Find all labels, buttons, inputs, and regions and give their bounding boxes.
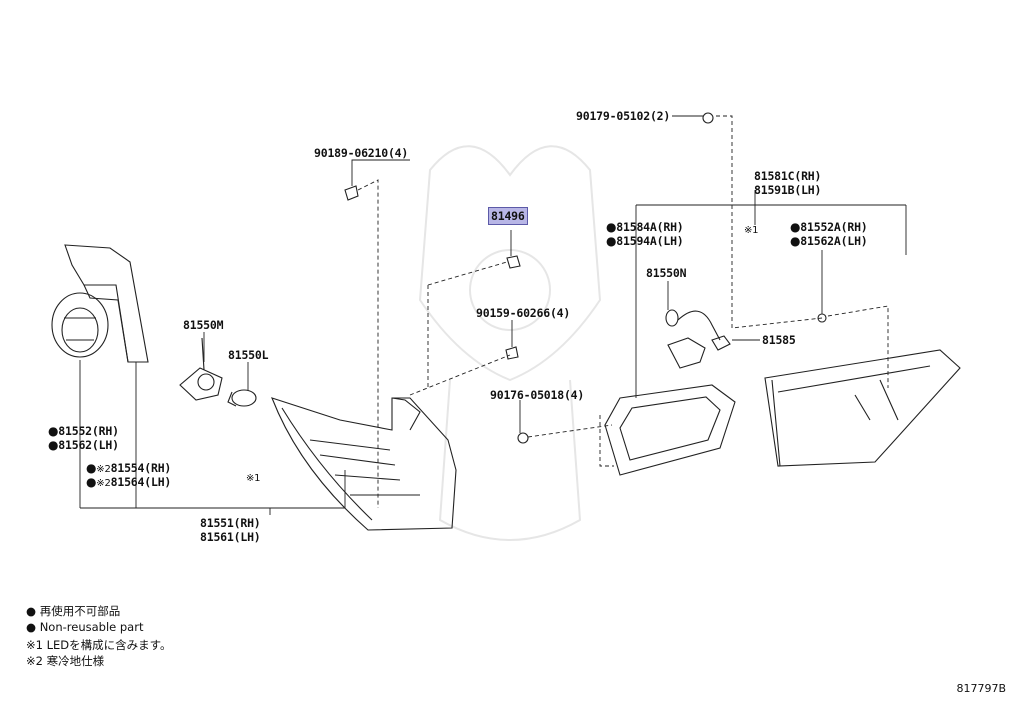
right-lamp-lens-drawing xyxy=(764,349,961,467)
label-81562a-row: ●81562A(LH) xyxy=(790,234,868,248)
non-reusable-dot-icon: ● xyxy=(86,461,97,475)
clip-drawings xyxy=(344,112,827,444)
legend-line-2: ● Non-reusable part xyxy=(26,620,144,634)
label-81550m: 81550M xyxy=(183,318,224,332)
diagram-code: 817797B xyxy=(956,682,1006,695)
legend-line-3: ※1 LEDを構成に含みます。 xyxy=(26,638,172,652)
non-reusable-dot-icon: ● xyxy=(606,220,617,234)
label-81584a-row: ●81584A(RH) xyxy=(606,220,684,234)
label-81561: 81561(LH) xyxy=(200,530,261,544)
watermark-emblem xyxy=(418,145,602,541)
note2-marker: ※2 xyxy=(96,464,111,475)
label-81554: 81554(RH) xyxy=(110,461,172,475)
label-90179: 90179-05102(2) xyxy=(576,109,671,123)
label-81564-row: ●※281564(LH) xyxy=(86,475,171,491)
legend-line-4: ※2 寒冷地仕様 xyxy=(26,654,105,668)
label-81591b: 81591B(LH) xyxy=(754,183,822,197)
note2-marker: ※2 xyxy=(96,478,111,489)
dashed-guides xyxy=(357,115,889,508)
label-81581c: 81581C(RH) xyxy=(754,169,822,183)
socket-bulb-drawing xyxy=(179,337,257,407)
label-81584a: 81584A(RH) xyxy=(616,220,684,234)
label-90176: 90176-05018(4) xyxy=(490,388,585,402)
label-90189: 90189-06210(4) xyxy=(314,146,409,160)
label-81585: 81585 xyxy=(762,333,796,347)
label-81552a-row: ●81552A(RH) xyxy=(790,220,868,234)
label-81550n: 81550N xyxy=(646,266,687,280)
non-reusable-dot-icon: ● xyxy=(86,475,97,489)
label-81552a: 81552A(RH) xyxy=(800,220,868,234)
note1-marker-left: ※1 xyxy=(246,473,261,484)
label-81554-row: ●※281554(RH) xyxy=(86,461,171,477)
non-reusable-dot-icon: ● xyxy=(790,220,801,234)
legend-line-1: ● 再使用不可部品 xyxy=(26,604,121,618)
label-81552: 81552(RH) xyxy=(58,424,119,438)
label-81496-highlighted[interactable]: 81496 xyxy=(488,207,528,225)
non-reusable-dot-icon: ● xyxy=(48,438,59,452)
label-81552-row: ●81552(RH) xyxy=(48,424,119,438)
label-90159: 90159-60266(4) xyxy=(476,306,571,320)
wire-harness-drawing xyxy=(665,309,731,369)
note1-marker-right: ※1 xyxy=(744,225,759,236)
label-81564: 81564(LH) xyxy=(110,475,172,489)
label-81594a: 81594A(LH) xyxy=(616,234,684,248)
bulb-socket-ring-drawing xyxy=(51,292,109,358)
lamp-gasket-drawing xyxy=(604,384,736,476)
label-81562a: 81562A(LH) xyxy=(800,234,868,248)
label-81562: 81562(LH) xyxy=(58,438,119,452)
label-81551: 81551(RH) xyxy=(200,516,261,530)
non-reusable-dot-icon: ● xyxy=(48,424,59,438)
label-81594a-row: ●81594A(LH) xyxy=(606,234,684,248)
label-81550l: 81550L xyxy=(228,348,269,362)
label-81562-row: ●81562(LH) xyxy=(48,438,119,452)
non-reusable-dot-icon: ● xyxy=(790,234,801,248)
non-reusable-dot-icon: ● xyxy=(606,234,617,248)
leader-lines xyxy=(79,115,907,515)
bracket-cover-drawing xyxy=(64,244,149,363)
left-lamp-body-drawing xyxy=(271,397,457,531)
